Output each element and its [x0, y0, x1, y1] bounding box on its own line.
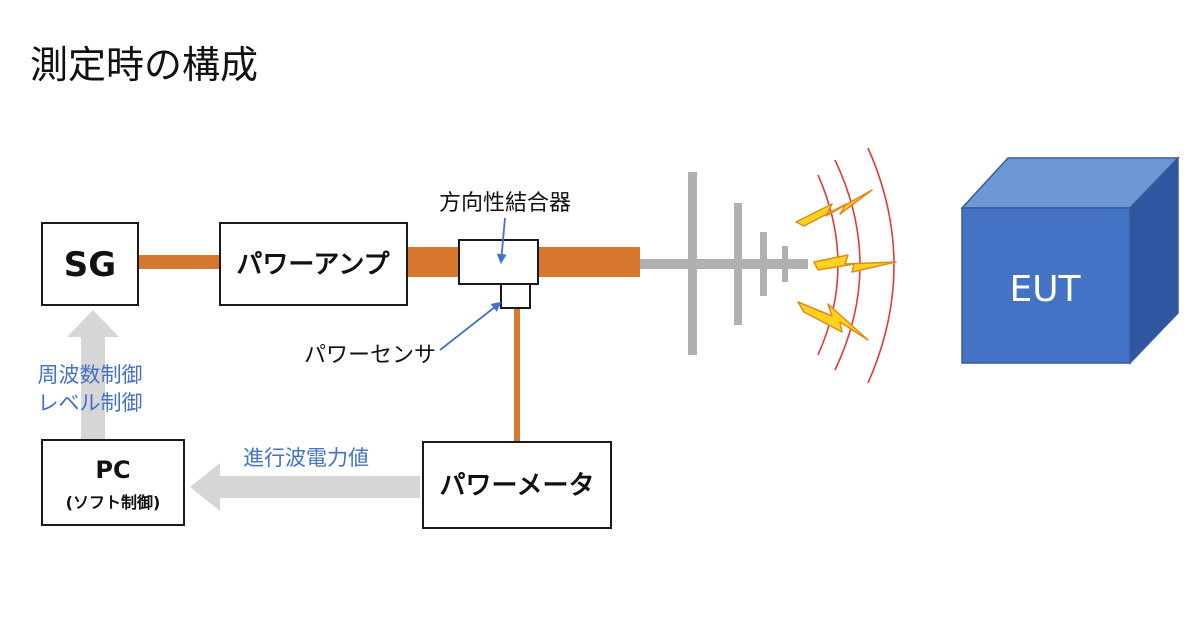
pc-block	[41, 439, 185, 526]
cable-sensor-meter	[514, 308, 520, 442]
forward-power-label: 進行波電力値	[243, 446, 369, 470]
meter-to-pc-arrow	[190, 463, 420, 511]
coupler-pointer-arrow	[496, 217, 507, 264]
cable-coupler-antenna	[538, 247, 640, 277]
sensor-label: パワーセンサ	[304, 343, 436, 368]
pc-sublabel: (ソフト制御)	[66, 493, 161, 512]
control-flow-arrows	[67, 310, 420, 511]
power-sensor	[500, 283, 531, 309]
bolt-top-icon	[795, 189, 873, 227]
bolt-middle-icon	[813, 254, 897, 273]
pc-label: PC	[95, 456, 130, 484]
emission-bolts	[795, 189, 897, 341]
antenna-element-1	[688, 172, 697, 355]
field-arc-3	[867, 147, 895, 384]
cable-amp-coupler	[407, 247, 459, 277]
page-title: 測定時の構成	[30, 43, 259, 87]
sg-block	[41, 222, 139, 306]
control-label-frequency: 周波数制御	[38, 363, 143, 387]
directional-coupler	[458, 239, 539, 285]
eut-label: EUT	[1009, 269, 1081, 310]
antenna	[640, 172, 808, 355]
coupler-label: 方向性結合器	[439, 191, 571, 216]
power-amp-label: パワーアンプ	[236, 250, 390, 280]
sensor-pointer-arrow	[439, 301, 502, 351]
antenna-element-2	[734, 203, 742, 325]
bolt-bottom-icon	[797, 301, 869, 341]
eut-front-face	[961, 207, 1131, 364]
rf-cables	[138, 247, 640, 442]
antenna-boom	[640, 259, 808, 269]
power-meter-block	[422, 441, 612, 529]
eut-cube: EUT	[960, 156, 1180, 365]
power-meter-label: パワーメータ	[440, 471, 595, 501]
power-amp-block	[219, 222, 408, 306]
antenna-element-3	[760, 232, 767, 296]
antenna-element-4	[782, 246, 788, 282]
pc-to-sg-arrow	[67, 310, 119, 440]
sg-label: SG	[64, 245, 116, 285]
control-label-level: レベル制御	[38, 391, 143, 415]
cable-sg-amp	[138, 255, 220, 269]
